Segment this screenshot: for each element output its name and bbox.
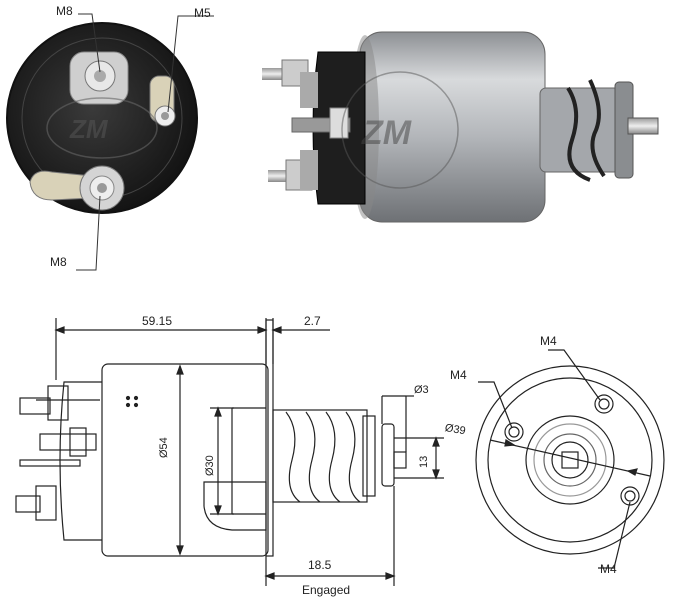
front-photo: ZM xyxy=(6,22,198,214)
dim-stroke-note: Engaged xyxy=(302,583,351,597)
svg-text:ZM: ZM xyxy=(361,114,412,152)
dim-flange: 2.7 xyxy=(304,314,321,328)
label-m8-bottom: M8 xyxy=(50,255,67,269)
dim-stroke: 18.5 xyxy=(308,558,332,572)
label-m4-top: M4 xyxy=(540,334,557,348)
dim-body-diameter: Ø54 xyxy=(158,437,170,458)
front-leaders xyxy=(76,13,214,271)
bottom-m8-terminal xyxy=(29,165,125,211)
dim-pin-length: 13 xyxy=(418,455,430,468)
label-m5: M5 xyxy=(194,6,211,20)
svg-text:ZM: ZM xyxy=(69,114,109,144)
dim-length: 59.15 xyxy=(142,314,173,328)
dim-plunger-diameter: Ø30 xyxy=(204,455,216,476)
dim-pin-diameter: Ø3 xyxy=(414,384,429,396)
label-m8-top: M8 xyxy=(56,4,73,18)
top-m8-terminal xyxy=(69,51,129,105)
side-drawing xyxy=(15,318,444,586)
label-m4-left: M4 xyxy=(450,368,467,382)
side-photo: ZM xyxy=(262,31,659,223)
end-drawing xyxy=(475,349,665,569)
label-m4-bottom: M4 xyxy=(600,562,617,576)
